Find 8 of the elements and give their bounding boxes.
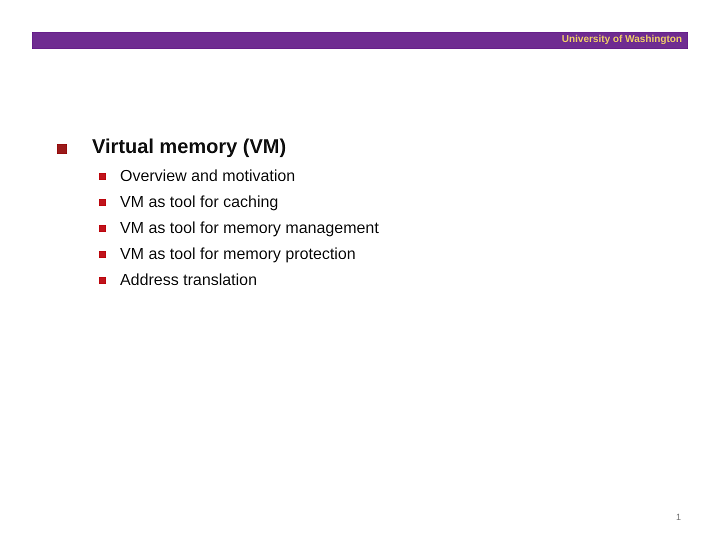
list-item: VM as tool for caching bbox=[120, 194, 278, 212]
list-item: Address translation bbox=[120, 272, 257, 290]
page-number: 1 bbox=[676, 512, 682, 522]
list-item: VM as tool for memory protection bbox=[120, 246, 356, 264]
institution-name: University of Washington bbox=[562, 34, 682, 45]
heading-text: Virtual memory (VM) bbox=[92, 136, 286, 159]
list-item: Overview and motivation bbox=[120, 168, 296, 186]
list-item: VM as tool for memory management bbox=[120, 220, 379, 238]
